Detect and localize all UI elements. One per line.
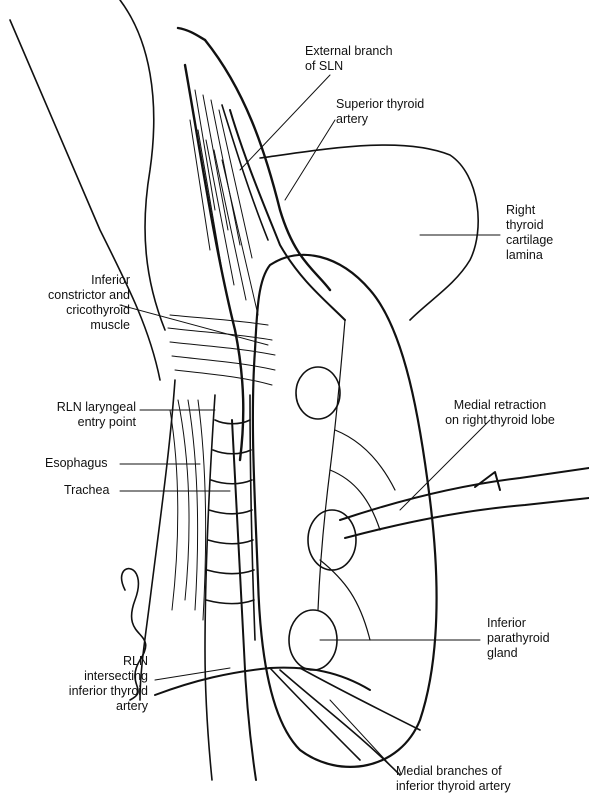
label-medial-branches: Medial branches of inferior thyroid arte…	[396, 764, 511, 794]
retractor-lower	[345, 498, 589, 538]
middle-parathyroid	[308, 510, 356, 570]
constrictor-fibers	[168, 315, 275, 385]
superior-parathyroid	[296, 367, 340, 419]
strap-muscle-top	[178, 28, 205, 40]
medial-branch-1	[270, 668, 360, 760]
tracheal-ring	[211, 480, 252, 484]
thyroid-cartilage-outline	[260, 145, 478, 320]
thyroid-lobe-outline	[253, 255, 437, 767]
esophagus-outline	[140, 380, 175, 700]
tracheal-ring	[207, 570, 254, 574]
tracheal-ring	[213, 450, 251, 454]
label-rln-laryngeal-entry: RLN laryngeal entry point	[24, 400, 136, 430]
label-trachea: Trachea	[64, 483, 109, 498]
label-rln-intersecting: RLN intersecting inferior thyroid artery	[28, 654, 148, 714]
tracheal-ring	[206, 600, 254, 604]
label-right-thyroid-cartilage-lamina: Right thyroid cartilage lamina	[506, 203, 553, 263]
inferior-thyroid-artery	[155, 668, 370, 695]
tracheal-ring	[209, 510, 252, 514]
tracheal-ring	[208, 540, 253, 544]
esophagus-fibers	[170, 400, 206, 620]
lobe-vessels	[318, 320, 395, 640]
medial-branch-3	[300, 668, 420, 730]
label-medial-retraction: Medial retraction on right thyroid lobe	[420, 398, 580, 428]
label-esophagus: Esophagus	[45, 456, 108, 471]
label-external-branch-sln: External branch of SLN	[305, 44, 393, 74]
label-superior-thyroid-artery: Superior thyroid artery	[336, 97, 424, 127]
trachea-left-edge	[205, 395, 215, 780]
label-inferior-constrictor: Inferior constrictor and cricothyroid mu…	[26, 273, 130, 333]
label-inferior-parathyroid-gland: Inferior parathyroid gland	[487, 616, 550, 661]
